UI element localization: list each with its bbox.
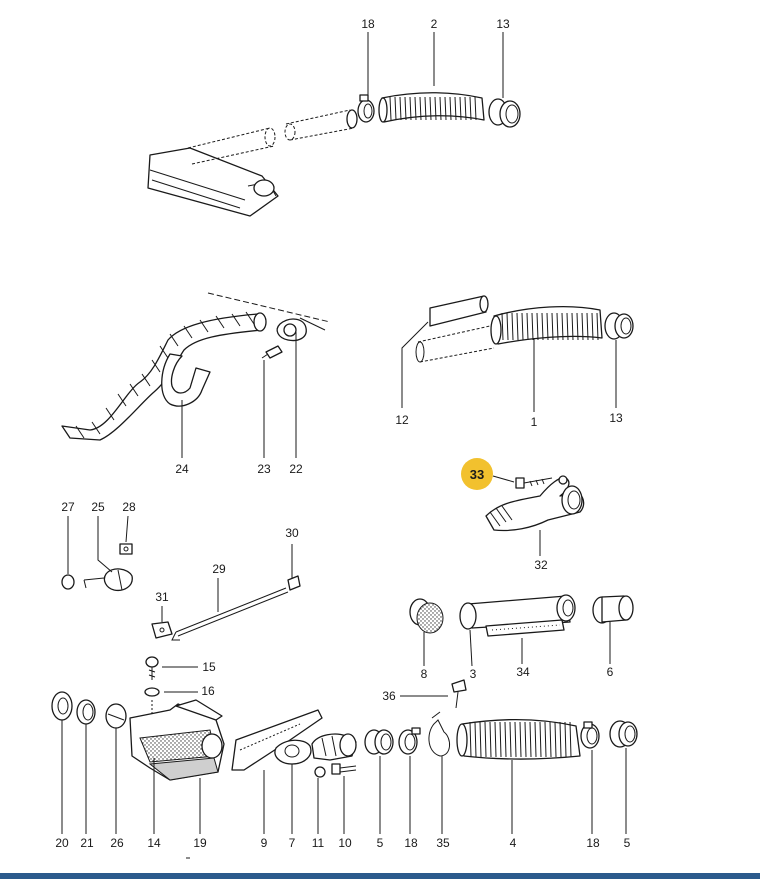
heat-exchanger-elbow [485,475,585,532]
callout-35: 35 [436,836,450,850]
callout-9: 9 [261,836,268,850]
ring-5a [364,729,394,755]
grommet-27 [61,574,75,590]
bolt-10 [331,763,357,775]
clamp-18b [398,727,421,755]
callout-16: 16 [201,684,215,698]
callout-31: 31 [155,590,169,604]
knob-25 [83,568,133,592]
ring-20 [51,691,73,721]
callout-11: 11 [312,836,325,850]
callout-7: 7 [289,836,296,850]
muffler-3 [459,594,576,630]
cap-6 [592,595,634,624]
callout-30: 30 [285,526,299,540]
callout-26: 26 [110,836,124,850]
washer-16 [144,687,160,697]
callout-18-mid: 18 [404,836,418,850]
callout-10: 10 [338,836,352,850]
callout-18-right: 18 [586,836,600,850]
hose-connector [488,98,521,128]
callout-23: 23 [257,462,271,476]
flap-housing [311,733,357,761]
hose-connector-13 [604,312,634,340]
clip-28 [119,543,133,555]
callout-1: 1 [531,415,538,429]
gasket-7 [274,739,312,765]
callout-2: 2 [431,17,438,31]
callout-21: 21 [80,836,94,850]
callout-5-right: 5 [624,836,631,850]
callout-24: 24 [175,462,189,476]
cable-29 [171,587,289,641]
callout-18-top: 18 [361,17,375,31]
clamp-18c [580,721,600,749]
callout-25: 25 [91,500,105,514]
corrugated-hose-4 [456,719,581,760]
heater-duct-assembly [147,109,358,217]
screw-15 [145,656,159,680]
callout-14: 14 [147,836,161,850]
callout-32: 32 [534,558,548,572]
callout-28: 28 [122,500,136,514]
callout-13-top: 13 [496,17,510,31]
washer-11 [314,766,326,778]
callout-27: 27 [61,500,75,514]
heat-shield-34 [485,619,565,637]
screw-23 [261,345,283,359]
callout-5-left: 5 [377,836,384,850]
ring-21 [76,699,96,725]
callout-12: 12 [395,413,409,427]
callout-15: 15 [202,660,216,674]
callout-29: 29 [212,562,226,576]
callout-20: 20 [55,836,69,850]
ring-5b [609,720,638,748]
callout-22: 22 [289,462,303,476]
callout-36: 36 [382,689,396,703]
callout-6: 6 [607,665,614,679]
cap-8 [409,598,444,634]
flexible-hose [61,311,267,441]
callout-4: 4 [510,836,517,850]
footer-bar [0,873,760,879]
wire-clip-35 [428,711,450,757]
callout-8: 8 [421,667,428,681]
clamp-30 [287,575,301,591]
firewall-outline [207,292,331,331]
corrugated-hose [378,92,485,123]
warm-air-hose [415,295,603,363]
bracket-31 [151,621,173,639]
screw-33 [515,477,553,489]
screw-36 [451,679,467,709]
highlight-marker [461,458,493,490]
callout-3: 3 [470,667,477,681]
hose-flange [276,318,307,342]
callout-13-mid: 13 [609,411,623,425]
hose-clamp [357,94,375,123]
callout-19: 19 [193,836,207,850]
valve-26 [105,703,127,729]
callout-33: 33 [470,467,484,482]
callout-34: 34 [516,665,530,679]
bracket-9 [231,709,323,771]
heater-box-19 [129,699,225,781]
